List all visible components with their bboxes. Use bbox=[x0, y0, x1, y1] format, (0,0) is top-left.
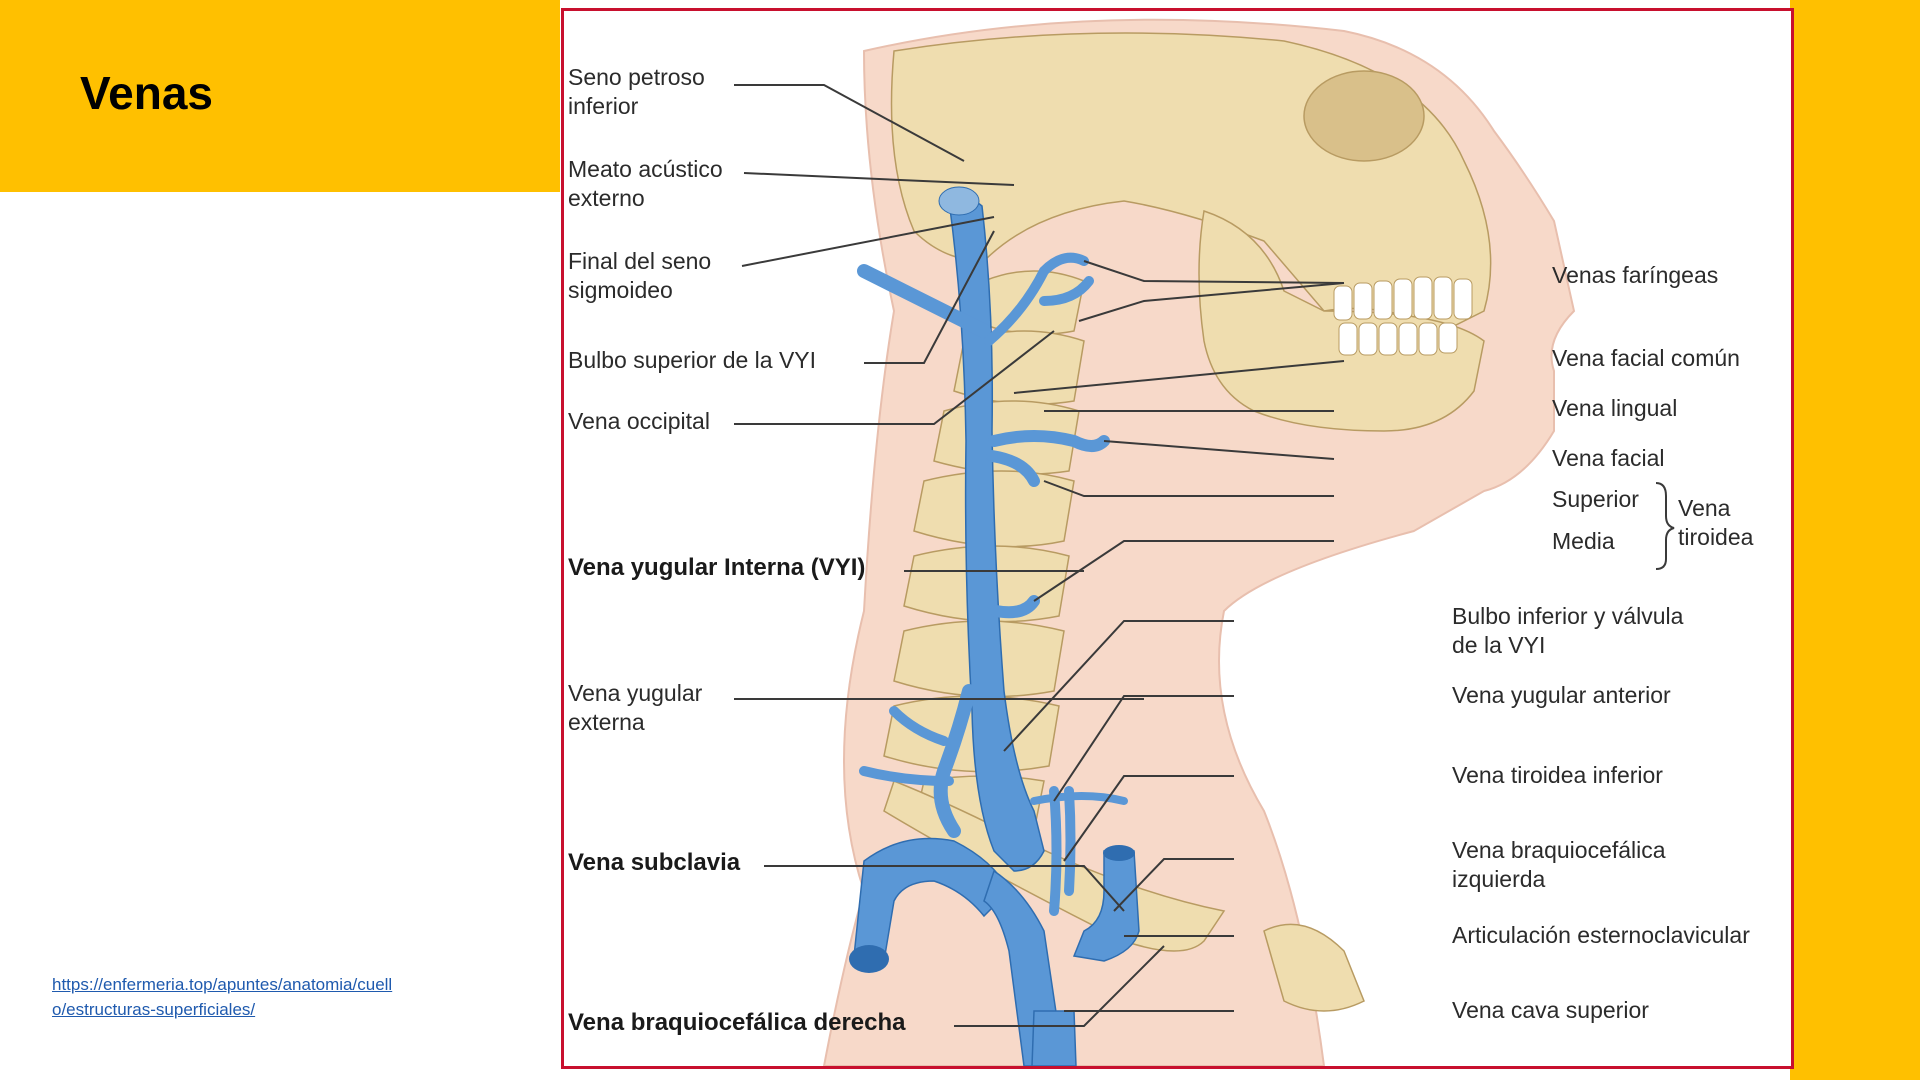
teeth bbox=[1333, 276, 1473, 356]
label-vena-subclavia: Vena subclavia bbox=[568, 849, 741, 876]
right-labels: Venas faríngeas Vena facial común Vena l… bbox=[1452, 262, 1754, 1023]
external-jugular-vein bbox=[933, 684, 976, 838]
ijv-superior-bulb bbox=[938, 186, 980, 216]
label-vena-yugular-interna: Vena yugular Interna (VYI) bbox=[568, 554, 865, 581]
occipital-vein bbox=[857, 264, 991, 338]
label-vena-braquiocefalica-derecha: Vena braquiocefálica derecha bbox=[568, 1009, 906, 1036]
left-leader-lines bbox=[734, 84, 1165, 1027]
middle-thyroid-vein bbox=[990, 595, 1040, 619]
label-vena-facial: Vena facial bbox=[1552, 445, 1665, 471]
inferior-thyroid-vein bbox=[1049, 786, 1076, 916]
label-media: Media bbox=[1552, 528, 1615, 554]
external-jugular-branches bbox=[859, 706, 954, 786]
mandible-bone bbox=[1198, 210, 1485, 432]
right-leader-lines bbox=[1003, 260, 1345, 1012]
label-superior: Superior bbox=[1552, 486, 1639, 512]
orbit bbox=[1303, 70, 1425, 162]
superior-thyroid-vein bbox=[986, 450, 1040, 487]
label-bulbo-superior-vyi: Bulbo superior de la VYI bbox=[568, 347, 816, 373]
label-venas-faringeas: Venas faríngeas bbox=[1552, 262, 1718, 288]
source-link[interactable]: https://enfermeria.top/apuntes/anatomia/… bbox=[52, 975, 393, 1019]
right-accent-band bbox=[1790, 0, 1920, 1080]
pharyngeal-veins bbox=[984, 252, 1094, 346]
label-vena-cava-superior: Vena cava superior bbox=[1452, 997, 1649, 1023]
label-vena-facial-comun: Vena facial común bbox=[1552, 345, 1740, 371]
sternum-bone bbox=[1263, 923, 1365, 1012]
label-vena-occipital: Vena occipital bbox=[568, 408, 710, 434]
subclavian-vein-opening bbox=[849, 945, 889, 973]
left-brachiocephalic-opening bbox=[1103, 845, 1135, 861]
anterior-jugular-vein bbox=[1030, 792, 1128, 805]
title-band bbox=[0, 0, 560, 192]
thyroid-brace bbox=[1655, 482, 1675, 570]
superior-vena-cava bbox=[1031, 1010, 1077, 1066]
lingual-vein bbox=[988, 430, 1110, 452]
slide-title: Venas bbox=[80, 67, 213, 119]
label-vena-yugular-anterior: Vena yugular anterior bbox=[1452, 682, 1671, 708]
label-vena-tiroidea-inferior: Vena tiroidea inferior bbox=[1452, 762, 1663, 788]
label-articulacion-esternoclavicular: Articulación esternoclavicular bbox=[1452, 922, 1750, 948]
label-vena-lingual: Vena lingual bbox=[1552, 395, 1677, 421]
